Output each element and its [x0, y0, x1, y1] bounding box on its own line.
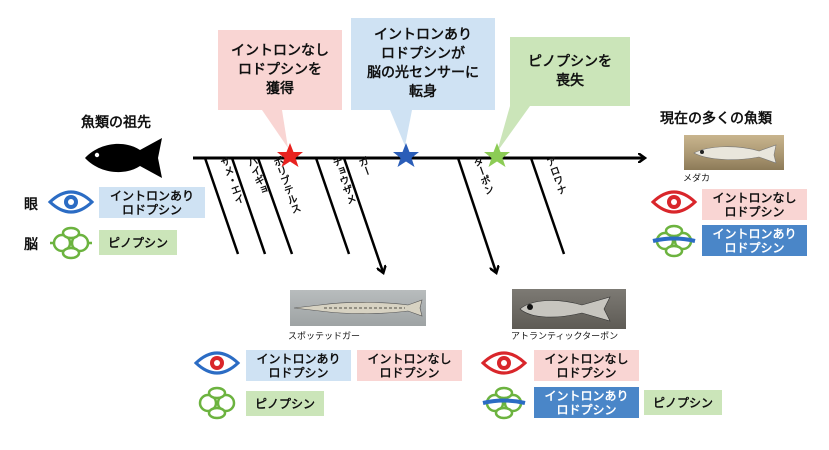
modern-title: 現在の多くの魚類 — [660, 111, 772, 127]
fish-silhouette-icon — [85, 138, 162, 178]
callout-tail-middle — [390, 110, 412, 146]
branch-line-2 — [230, 157, 267, 255]
tarpon-brain-box-1-text: イントロンあり ロドプシン — [544, 388, 629, 417]
brain-label: 脳 — [24, 237, 38, 253]
green-star-icon — [484, 143, 510, 167]
gar-caption: スポッテッドガー — [288, 332, 361, 342]
callout-right-text: ピノプシンを 喪失 — [528, 53, 612, 89]
ancestor-brain-box: ピノプシン — [99, 230, 177, 255]
callout-middle: イントロンあり ロドプシンが 脳の光センサーに 転身 — [351, 18, 495, 110]
modern-eye-icon — [650, 190, 698, 214]
ancestor-brain-box-text: ピノプシン — [107, 235, 168, 250]
modern-brain-box-text: イントロンあり ロドプシン — [712, 226, 797, 255]
modern-brain-icon — [652, 224, 696, 258]
modern-brain-box: イントロンあり ロドプシン — [702, 225, 807, 256]
branch-line-1 — [203, 157, 240, 255]
gar-eye-box-1: イントロンあり ロドプシン — [246, 350, 351, 381]
red-star-icon — [277, 143, 303, 167]
gar-photo — [290, 290, 426, 326]
gar-eye-icon — [193, 351, 241, 375]
ancestor-eye-box-text: イントロンあり ロドプシン — [109, 188, 194, 217]
gar-brain-box: ピノプシン — [246, 391, 324, 416]
tarpon-eye-box: イントロンなし ロドプシン — [534, 350, 639, 381]
branch-arrow-tarpon — [456, 157, 496, 272]
gar-eye-box-2: イントロンなし ロドプシン — [357, 350, 462, 381]
tarpon-caption: アトランティックターポン — [511, 332, 619, 342]
tarpon-brain-box-2: ピノプシン — [644, 390, 722, 415]
tarpon-photo — [512, 289, 626, 329]
tarpon-brain-box-1: イントロンあり ロドプシン — [534, 387, 639, 418]
tarpon-brain-icon — [482, 386, 526, 420]
medaka-caption: メダカ — [683, 174, 711, 184]
gar-eye-box-1-text: イントロンあり ロドプシン — [256, 351, 341, 380]
gar-brain-box-text: ピノプシン — [254, 396, 315, 411]
tarpon-brain-box-2-text: ピノプシン — [652, 395, 713, 410]
callout-right: ピノプシンを 喪失 — [510, 37, 630, 106]
gar-brain-icon — [198, 386, 236, 420]
callout-tail-right — [497, 106, 530, 152]
branch-arrow-gar — [342, 157, 383, 272]
branch-line-7 — [529, 157, 566, 255]
tarpon-eye-icon — [480, 351, 528, 375]
callout-left-text: イントロンなし ロドプシンを 獲得 — [231, 42, 329, 97]
modern-eye-box-text: イントロンなし ロドプシン — [712, 190, 797, 219]
callout-tail-left — [262, 110, 288, 148]
branch-line-3 — [256, 157, 294, 255]
ancestor-eye-icon — [47, 190, 95, 214]
modern-eye-box: イントロンなし ロドプシン — [702, 189, 807, 220]
callout-middle-text: イントロンあり ロドプシンが 脳の光センサーに 転身 — [367, 27, 479, 100]
gar-eye-box-2-text: イントロンなし ロドプシン — [367, 351, 452, 380]
eye-label: 眼 — [24, 197, 38, 213]
ancestor-eye-box: イントロンあり ロドプシン — [99, 187, 205, 218]
blue-star-icon — [393, 143, 419, 167]
medaka-photo — [684, 135, 784, 170]
ancestor-brain-icon — [50, 226, 92, 260]
ancestor-title: 魚類の祖先 — [81, 115, 151, 131]
callout-left: イントロンなし ロドプシンを 獲得 — [218, 30, 342, 110]
branch-line-4 — [314, 157, 351, 255]
tarpon-eye-box-text: イントロンなし ロドプシン — [544, 351, 629, 380]
